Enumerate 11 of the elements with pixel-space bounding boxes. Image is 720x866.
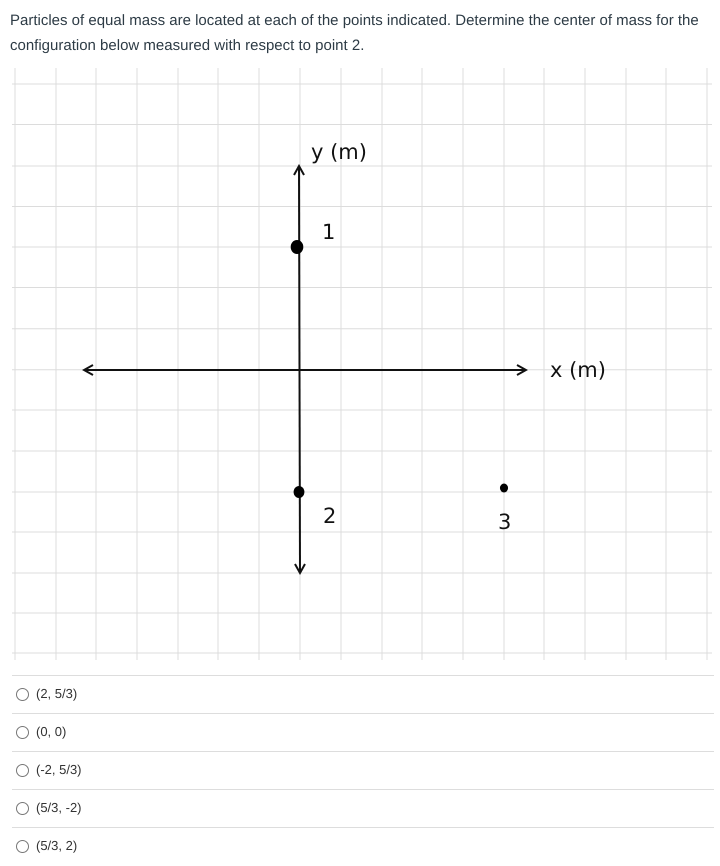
point-number: 2 — [323, 506, 336, 527]
answer-option: (2, 5/3) — [36, 686, 78, 702]
axis-label: x (m) — [550, 360, 606, 381]
answer-option: (5/3, 2) — [36, 838, 78, 854]
point-number: 3 — [498, 512, 512, 533]
axis-label: y (m) — [311, 142, 367, 163]
question-text: Particles of equal mass are located at each of the points indicated. Determine the center of mass for the configuration below measured with respect to point 2. — [10, 11, 700, 56]
answer-option: (5/3, -2) — [36, 800, 82, 816]
answer-option: (-2, 5/3) — [36, 762, 82, 778]
answer-option: (0, 0) — [36, 724, 66, 740]
point-number: 1 — [322, 222, 336, 243]
